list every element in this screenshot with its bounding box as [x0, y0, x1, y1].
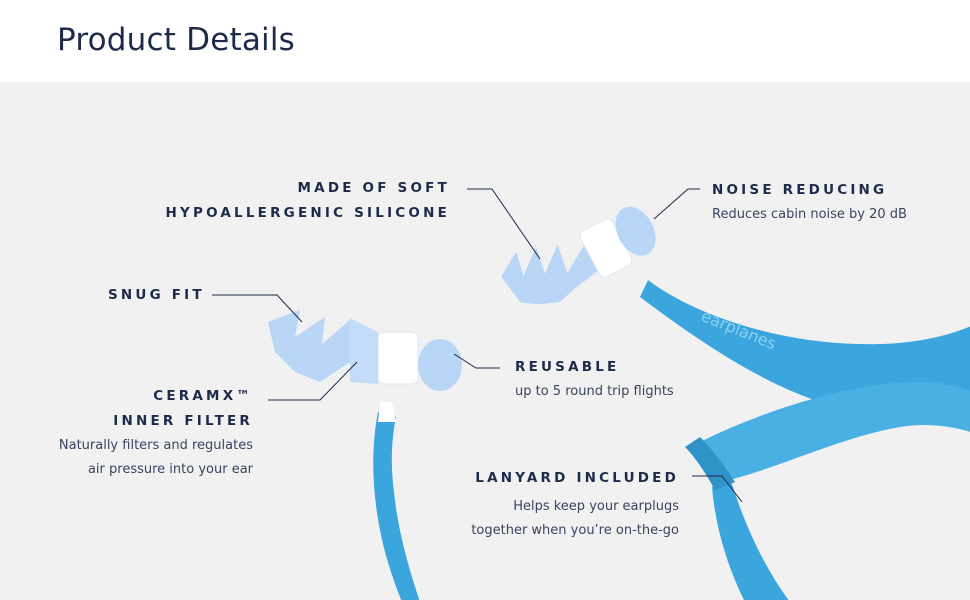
callout-snug-fit: SNUG FIT: [108, 283, 228, 308]
callout-reusable: REUSABLE up to 5 round trip flights: [515, 355, 715, 404]
leader-noise: [653, 188, 700, 220]
callout-filter-description-1: Naturally filters and regulates: [58, 438, 253, 453]
callout-soft-silicone: MADE OF SOFT HYPOALLERGENIC SILICONE: [150, 176, 450, 226]
callout-filter-description-2: air pressure into your ear: [87, 462, 253, 477]
callout-reusable-heading: REUSABLE: [515, 359, 620, 375]
callout-reusable-description: up to 5 round trip flights: [515, 384, 674, 399]
callout-soft-silicone-heading-2: HYPOALLERGENIC SILICONE: [165, 205, 450, 221]
callout-noise-description: Reduces cabin noise by 20 dB: [712, 207, 907, 222]
leader-soft-silicone: [467, 188, 541, 260]
leader-lanyard: [692, 475, 743, 503]
callout-lanyard-description-1: Helps keep your earplugs: [513, 499, 679, 514]
lanyard-strap-right: earplanes: [640, 280, 970, 600]
product-image-area: earplanes MADE OF S: [0, 82, 970, 600]
callout-noise-heading: NOISE REDUCING: [712, 182, 888, 198]
leader-snug: [212, 294, 303, 323]
callout-lanyard-description-2: together when you’re on-the-go: [471, 523, 679, 538]
callout-lanyard-included: LANYARD INCLUDED Helps keep your earplug…: [430, 466, 679, 543]
leader-lines: [212, 188, 743, 503]
callout-snug-heading: SNUG FIT: [108, 287, 205, 303]
lanyard-strap-left: [373, 402, 420, 600]
product-illustration: earplanes: [212, 188, 970, 600]
earplug-left: [268, 310, 462, 391]
leader-filter: [268, 361, 358, 401]
callout-filter-heading-1: CERAMX™: [153, 388, 253, 404]
page-header: Product Details: [0, 0, 970, 82]
page-title: Product Details: [57, 22, 296, 58]
callout-lanyard-heading: LANYARD INCLUDED: [475, 470, 679, 486]
callout-soft-silicone-heading-1: MADE OF SOFT: [297, 180, 450, 196]
earplug-right: [501, 206, 656, 305]
callout-noise-reducing: NOISE REDUCING Reduces cabin noise by 20…: [712, 178, 942, 227]
leader-reusable: [453, 353, 500, 369]
callout-filter-heading-2: INNER FILTER: [113, 413, 253, 429]
callout-ceramx-filter: CERAMX™ INNER FILTER Naturally filters a…: [40, 384, 253, 482]
